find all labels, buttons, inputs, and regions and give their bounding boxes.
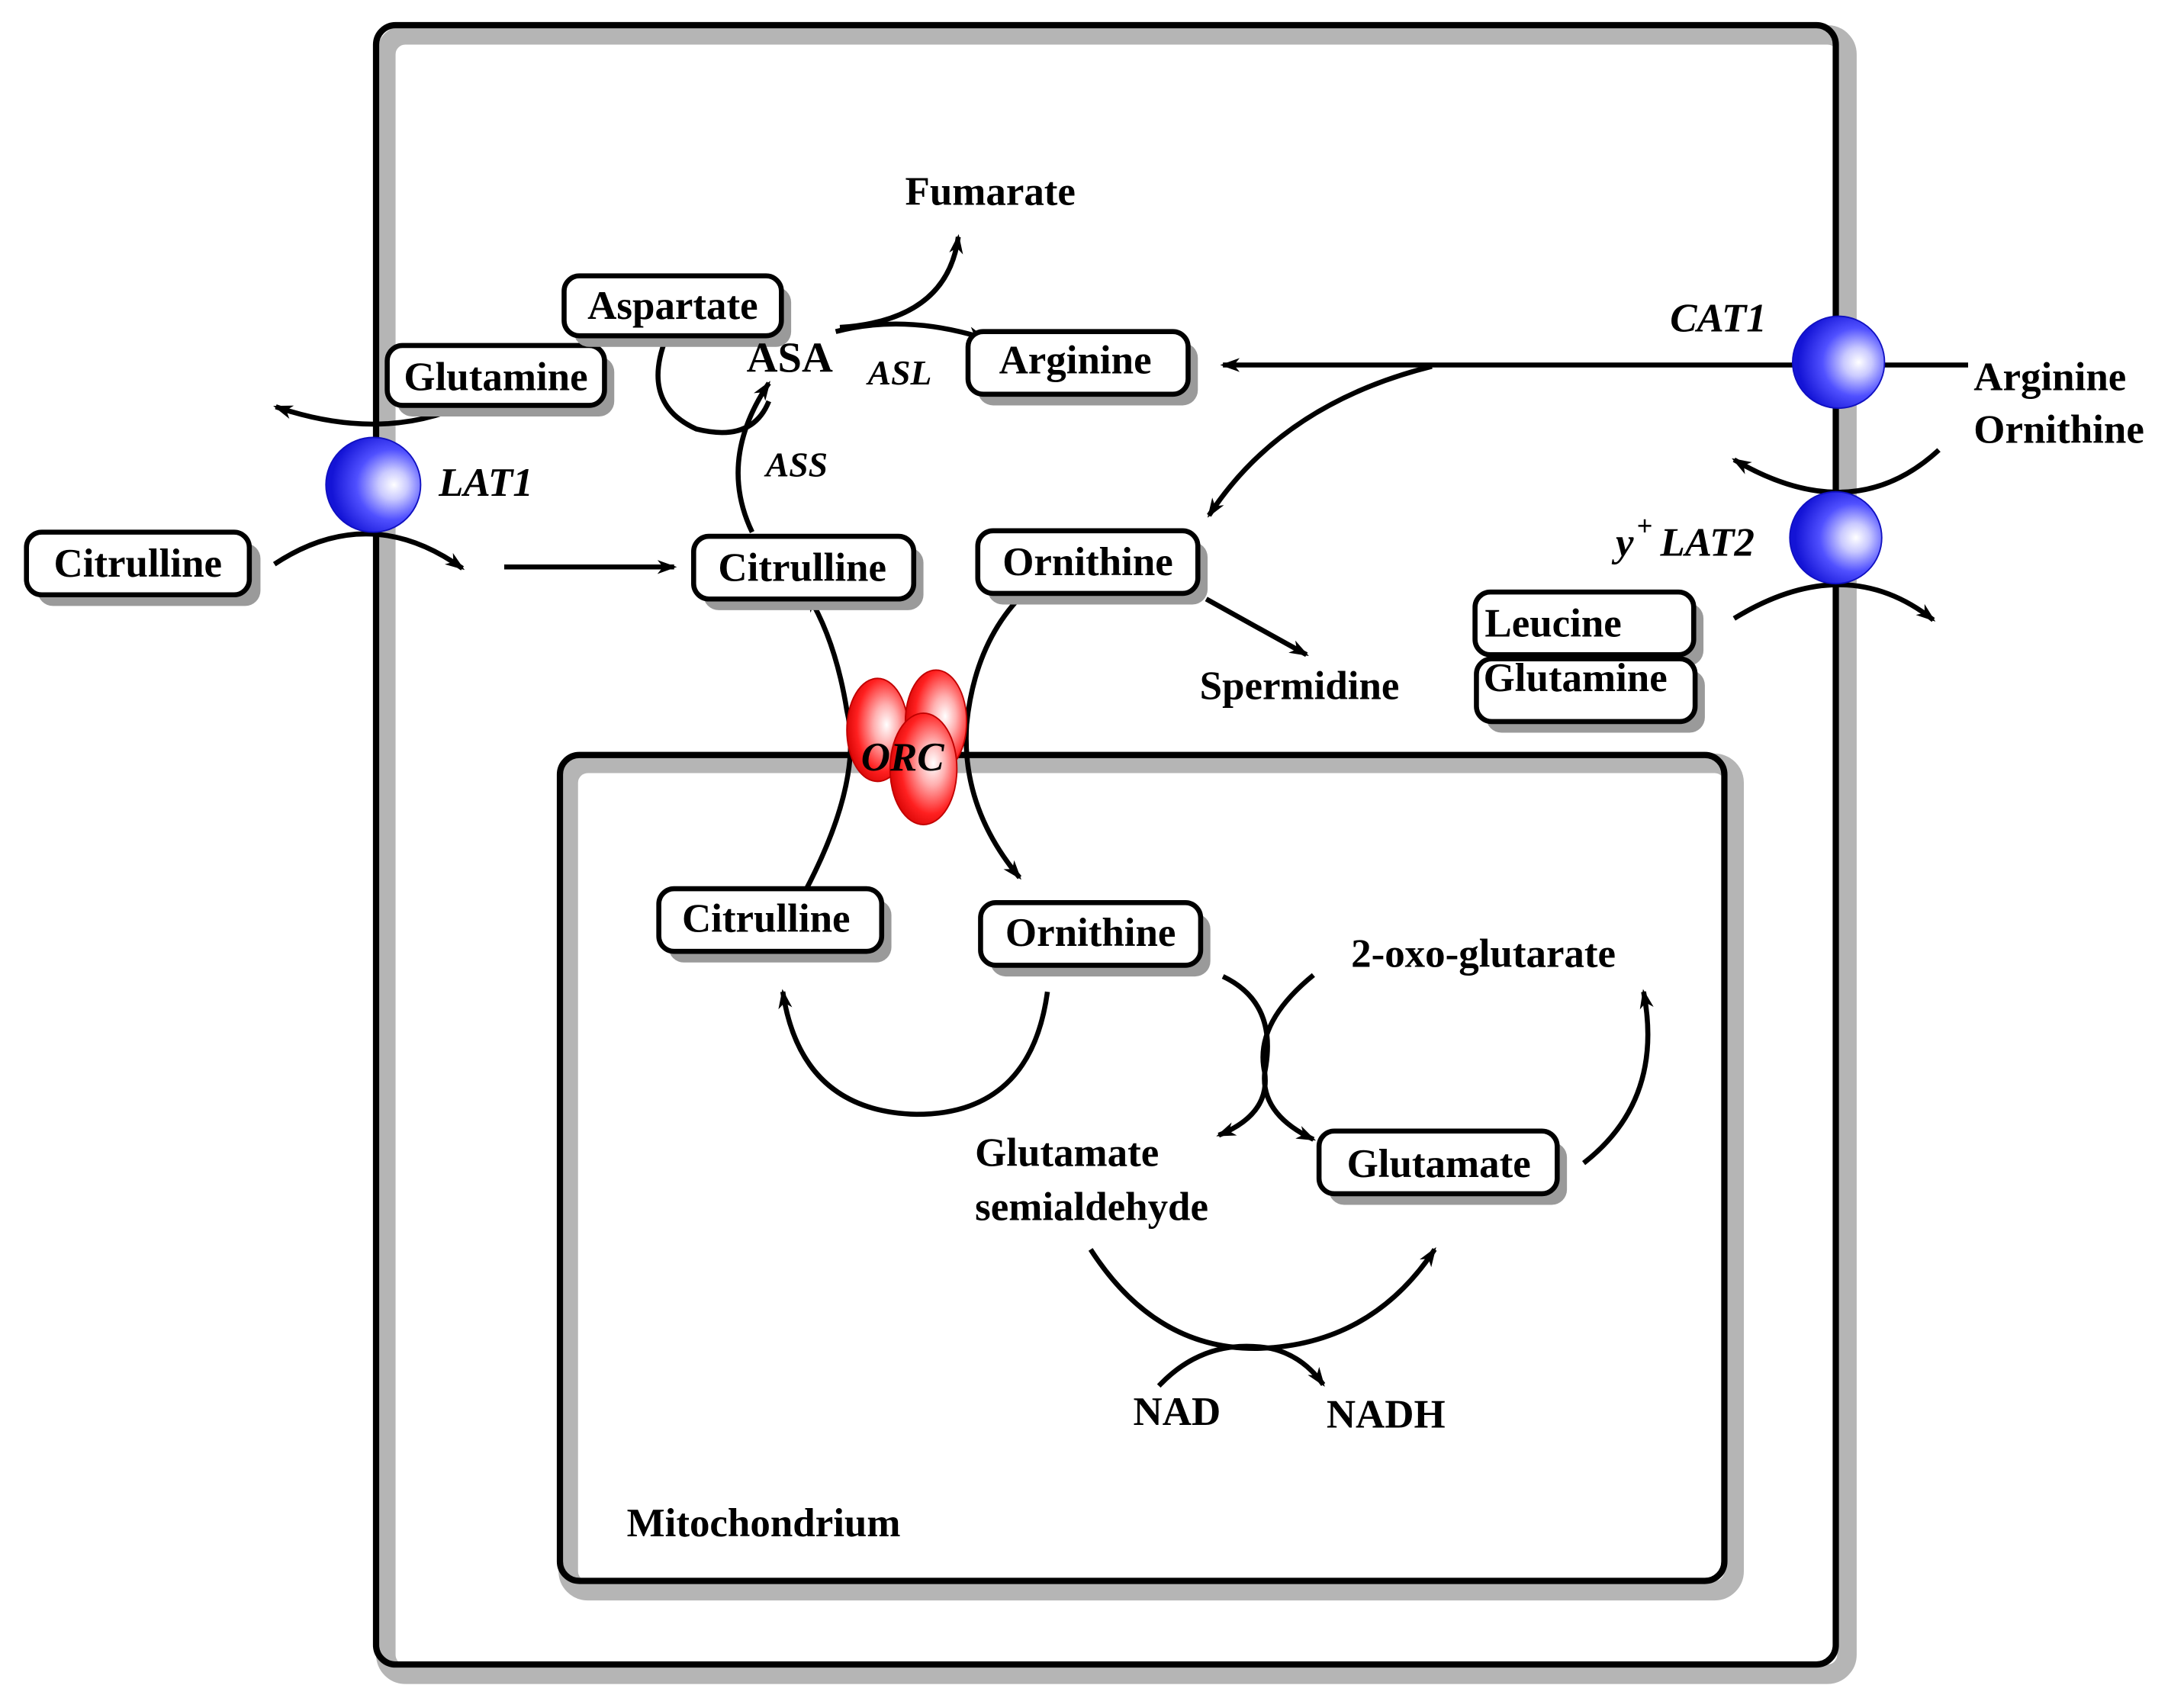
spermidine-arrow <box>1205 597 1309 658</box>
arginine-cytosol-label: Arginine <box>999 338 1152 382</box>
ass-arrow <box>735 381 771 534</box>
orc-ornithine-import <box>963 590 1028 880</box>
ornithine-mito-label: Ornithine <box>1005 911 1176 955</box>
asa-label: ASA <box>747 335 833 382</box>
glutamine-lat1-box: Glutamine <box>384 342 615 417</box>
leucine-label: Leucine <box>1484 602 1621 646</box>
ylat2-influx-arrow <box>1732 582 1936 622</box>
citrulline-outside-box: Citrulline <box>24 529 261 606</box>
leucine-glutamine-boxes: Leucine Glutamine <box>1472 589 1705 733</box>
orc-label: ORC <box>861 735 945 780</box>
ylat2-transporter-icon <box>1789 490 1883 585</box>
ornithine-branch-arrow <box>1207 364 1433 518</box>
aspartate-label: Aspartate <box>587 284 757 328</box>
ornithine-cytosol-label: Ornithine <box>1002 540 1173 584</box>
lat1-transporter-icon <box>325 436 422 533</box>
aspartate-box: Aspartate <box>561 273 792 347</box>
citrulline-cytosol-box: Citrulline <box>691 533 924 610</box>
orc-citrulline-export <box>803 592 854 893</box>
ylat2-label-sup: + <box>1636 510 1652 541</box>
oxoglutarate-label: 2-oxo-glutarate <box>1351 931 1616 976</box>
transaminase-arrow-2 <box>1221 974 1317 1142</box>
arginine-outside-label: Arginine <box>1973 355 2126 399</box>
semialdehyde-to-glutamate-arrow <box>1088 1246 1437 1351</box>
fumarate-label: Fumarate <box>905 170 1075 214</box>
mitochondrion-label: Mitochondrium <box>627 1501 901 1545</box>
arginine-cytosol-box: Arginine <box>965 329 1198 406</box>
cat1-transporter-icon <box>1792 315 1886 410</box>
spermidine-label: Spermidine <box>1200 664 1400 709</box>
ornithine-to-citrulline-arrow <box>778 989 1050 1118</box>
glutamine-ylat2-label: Glutamine <box>1484 656 1668 700</box>
aspartate-loop <box>655 337 771 436</box>
nadh-label: NADH <box>1327 1393 1446 1437</box>
citrulline-outside-label: Citrulline <box>53 542 222 586</box>
citrulline-cytosol-label: Citrulline <box>718 546 886 590</box>
free-labels: Fumarate ASA ASL ASS LAT1 CAT1 Arginine … <box>438 170 2144 1437</box>
nad-to-nadh-arrow <box>1156 1343 1326 1388</box>
ylat2-label-rest: LAT2 <box>1659 521 1755 565</box>
glutamate-dehydrogenase-arrow <box>1582 989 1654 1166</box>
cat1-label: CAT1 <box>1670 297 1767 341</box>
glutamate-semialdehyde-line2: semialdehyde <box>975 1185 1208 1230</box>
orc-transporter-icon: ORC <box>846 669 968 825</box>
nad-label: NAD <box>1134 1390 1221 1434</box>
fumarate-arrow <box>839 233 963 330</box>
lat1-label: LAT1 <box>438 461 533 505</box>
citrulline-mito-label: Citrulline <box>682 897 851 941</box>
ornithine-mito-box: Ornithine <box>978 900 1211 977</box>
reaction-arrows <box>272 233 1968 1388</box>
glutamate-label: Glutamate <box>1347 1142 1531 1186</box>
glutamate-semialdehyde-line1: Glutamate <box>975 1130 1159 1175</box>
ylat2-label: y + LAT2 <box>1611 510 1755 564</box>
asl-label: ASL <box>866 353 932 392</box>
ornithine-outside-label: Ornithine <box>1973 408 2144 452</box>
mitochondrion-compartment: Mitochondrium <box>556 751 1745 1601</box>
citrulline-influx-arrow <box>272 531 465 571</box>
ass-label: ASS <box>764 445 828 484</box>
citrulline-mito-box: Citrulline <box>656 886 892 963</box>
cell-compartment <box>372 21 1857 1684</box>
glutamine-lat1-label: Glutamine <box>404 355 587 399</box>
glutamate-box: Glutamate <box>1316 1128 1568 1205</box>
ornithine-cytosol-box: Ornithine <box>975 528 1208 605</box>
ylat2-label-y: y <box>1611 521 1634 565</box>
